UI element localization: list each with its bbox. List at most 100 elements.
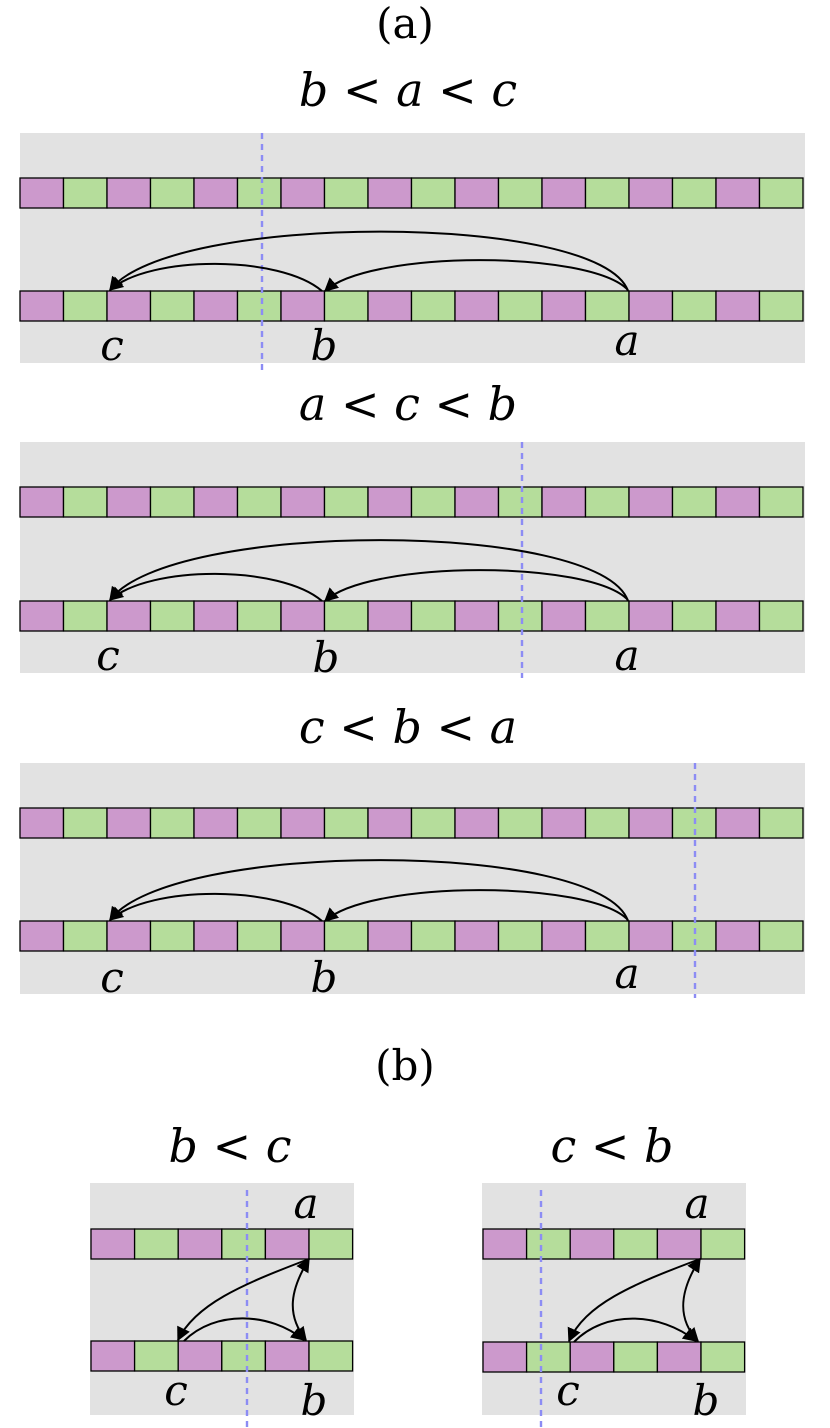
array-cell <box>308 1340 354 1372</box>
array-cell <box>323 486 369 518</box>
array-cell <box>671 177 717 209</box>
panel-a1-bottom-array <box>19 290 804 322</box>
part-b-label: (b) <box>375 1041 435 1090</box>
array-cell <box>236 807 282 839</box>
panel-b2-top-array <box>482 1228 746 1260</box>
array-cell <box>367 920 413 952</box>
arrow-a-to-c <box>567 1258 701 1343</box>
array-cell <box>19 920 65 952</box>
array-cell <box>106 600 152 632</box>
panel-a1-top-array <box>19 177 804 209</box>
panel-a1: b < a < c c b a <box>19 63 805 370</box>
array-cell <box>410 177 456 209</box>
array-cell <box>62 920 108 952</box>
array-cell <box>149 177 195 209</box>
panel-b1-bottom-array <box>90 1340 354 1372</box>
array-cell <box>656 1228 702 1260</box>
arrow-a-to-c <box>109 539 629 602</box>
array-cell <box>569 1341 615 1373</box>
array-cell <box>323 290 369 322</box>
array-cell <box>525 1228 571 1260</box>
array-cell <box>193 177 239 209</box>
panel-a3: c < b < a c b a <box>19 700 805 1002</box>
label-a: a <box>614 316 639 365</box>
array-cell <box>177 1228 223 1260</box>
array-cell <box>569 1228 615 1260</box>
array-cell <box>106 290 152 322</box>
array-cell <box>236 600 282 632</box>
array-cell <box>106 807 152 839</box>
array-cell <box>700 1341 746 1373</box>
array-cell <box>410 920 456 952</box>
array-cell <box>280 920 326 952</box>
array-cell <box>367 486 413 518</box>
arrow-a-to-b <box>323 569 629 602</box>
array-cell <box>715 920 761 952</box>
array-cell <box>541 290 587 322</box>
array-cell <box>541 920 587 952</box>
array-cell <box>149 600 195 632</box>
array-cell <box>541 177 587 209</box>
array-cell <box>193 920 239 952</box>
array-cell <box>715 486 761 518</box>
array-cell <box>280 600 326 632</box>
panel-b1-condition: b < c <box>169 1119 292 1173</box>
array-cell <box>19 807 65 839</box>
array-cell <box>584 177 630 209</box>
array-cell <box>525 1341 571 1373</box>
array-cell <box>280 486 326 518</box>
array-cell <box>454 600 500 632</box>
label-c: c <box>556 1366 580 1415</box>
label-b: b <box>311 953 338 1002</box>
array-cell <box>62 600 108 632</box>
array-cell <box>628 486 674 518</box>
panel-a2-condition: a < c < b <box>299 377 517 431</box>
label-a: a <box>614 631 639 680</box>
array-cell <box>482 1228 528 1260</box>
array-cell <box>482 1341 528 1373</box>
array-cell <box>106 920 152 952</box>
array-cell <box>193 600 239 632</box>
array-cell <box>90 1228 136 1260</box>
array-cell <box>758 290 804 322</box>
arrow-b-to-c <box>108 892 323 922</box>
array-cell <box>584 920 630 952</box>
array-cell <box>454 290 500 322</box>
panel-b2-bottom-array <box>482 1341 746 1373</box>
label-a: a <box>293 1179 318 1228</box>
array-cell <box>367 177 413 209</box>
label-a: a <box>684 1179 709 1228</box>
label-b: b <box>313 633 340 682</box>
label-c: c <box>100 321 124 370</box>
array-cell <box>410 600 456 632</box>
array-cell <box>454 920 500 952</box>
arrow-a-to-c <box>109 230 629 292</box>
panel-a3-top-array <box>19 807 804 839</box>
panel-b2: c < b a c b <box>482 1119 746 1428</box>
arrow-b-to-c <box>108 262 323 292</box>
panel-b1-background <box>90 1183 354 1415</box>
array-cell <box>758 807 804 839</box>
array-cell <box>541 486 587 518</box>
array-cell <box>106 486 152 518</box>
panel-b2-background <box>482 1183 746 1415</box>
array-cell <box>715 600 761 632</box>
panel-a2-top-array <box>19 486 804 518</box>
array-cell <box>541 600 587 632</box>
panel-a3-condition: c < b < a <box>299 700 517 754</box>
array-cell <box>700 1228 746 1260</box>
array-cell <box>236 486 282 518</box>
arrow-a-to-b <box>323 889 629 922</box>
array-cell <box>628 920 674 952</box>
array-cell <box>497 290 543 322</box>
array-cell <box>628 807 674 839</box>
array-cell <box>236 177 282 209</box>
array-cell <box>264 1340 310 1372</box>
array-cell <box>497 486 543 518</box>
array-cell <box>613 1228 659 1260</box>
arrow-c-to-b <box>183 1317 306 1342</box>
array-cell <box>193 290 239 322</box>
array-cell <box>221 1228 267 1260</box>
array-cell <box>758 177 804 209</box>
